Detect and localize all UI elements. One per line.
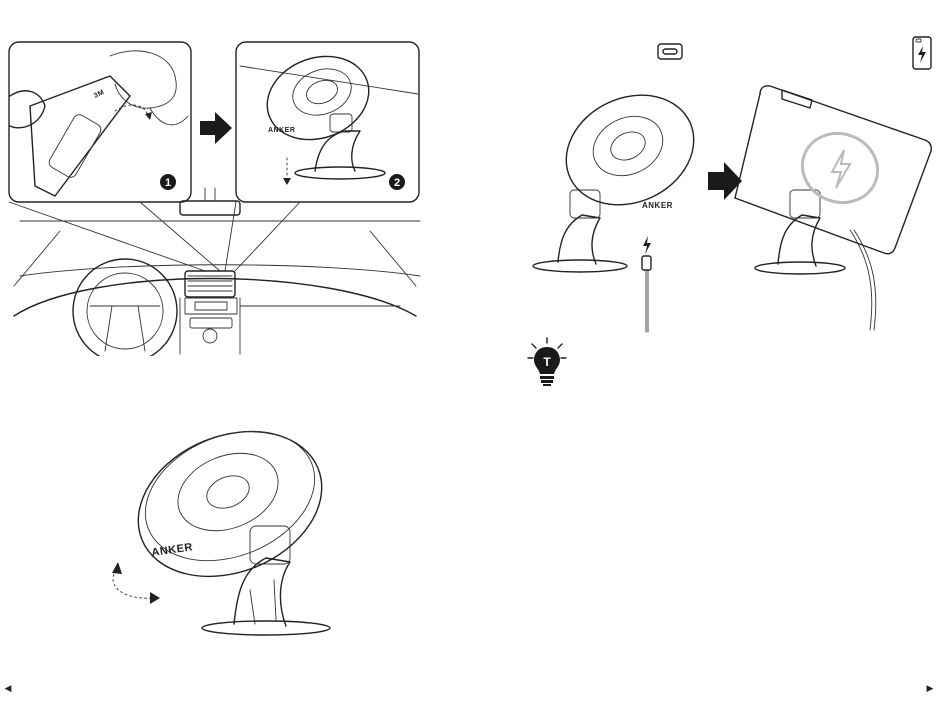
install-illustration: 3M 1 ANKER — [0, 36, 440, 356]
mount-with-cable: ANKER — [533, 80, 712, 332]
phone-charging-icon — [912, 36, 932, 70]
usb-c-port-icon — [657, 43, 683, 60]
adjust-angle-illustration: ANKER — [100, 430, 340, 645]
step-2-number: 2 — [394, 177, 400, 189]
arrow-right-icon — [200, 112, 232, 144]
step-2-callout: ANKER 2 — [236, 42, 419, 202]
previous-page-button[interactable]: ◀ — [0, 680, 16, 696]
charger-brand-label: ANKER — [151, 541, 194, 559]
step-1-callout: 3M 1 — [9, 42, 191, 202]
charger-brand-label: ANKER — [642, 201, 673, 210]
step-1-number: 1 — [165, 177, 171, 189]
adhesive-pad-label: 3M — [93, 89, 106, 100]
charging-illustration: ANKER — [520, 80, 945, 335]
lightning-icon — [643, 236, 651, 254]
phone-attached — [735, 86, 931, 330]
car-dashboard — [14, 188, 420, 356]
lightbulb-tip-icon: T — [526, 336, 568, 388]
arrow-right-icon — [708, 162, 742, 200]
tip-letter: T — [543, 355, 551, 369]
next-page-button[interactable]: ▶ — [922, 680, 938, 696]
charger-brand-label: ANKER — [268, 127, 295, 134]
